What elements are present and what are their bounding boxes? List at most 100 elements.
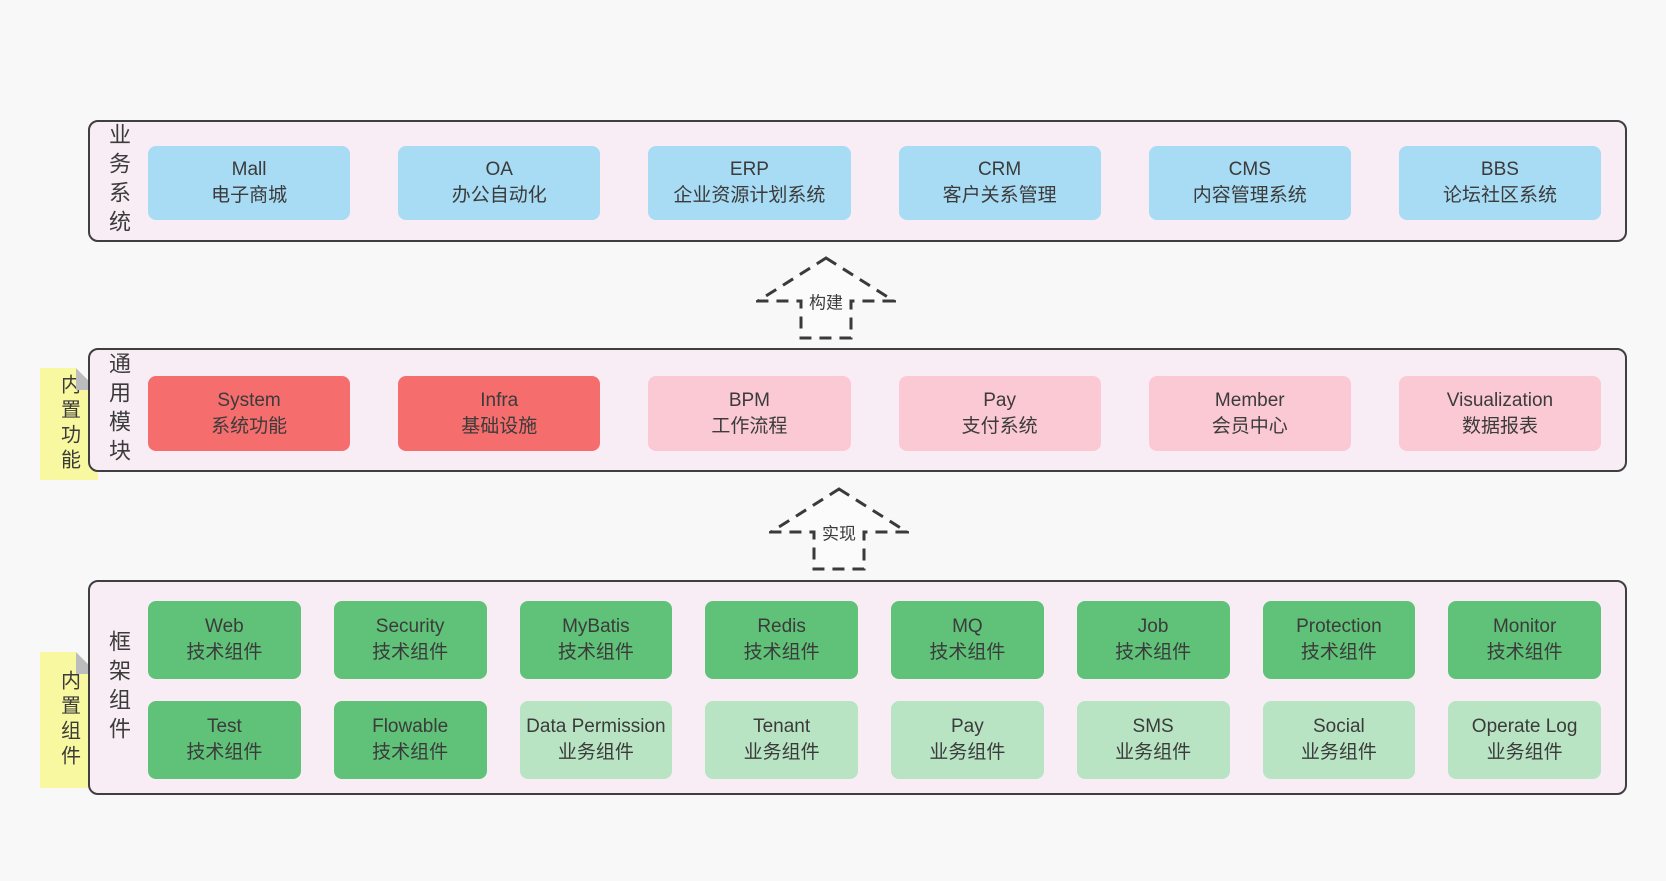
build-arrow-icon: 构建	[756, 255, 896, 341]
box-name: BBS	[1480, 159, 1519, 181]
box-oa: OA 办公自动化	[398, 146, 601, 220]
box-name: Visualization	[1446, 389, 1554, 411]
box-name: Redis	[757, 616, 806, 638]
box-subtitle: 业务组件	[1115, 742, 1192, 763]
box-subtitle: 技术组件	[1300, 642, 1377, 663]
box-name: Infra	[480, 389, 519, 411]
box-subtitle: 数据报表	[1461, 415, 1538, 437]
box-subtitle: 论坛社区系统	[1442, 185, 1557, 206]
box-subtitle: 技术组件	[743, 642, 820, 663]
box-subtitle: 技术组件	[186, 742, 263, 763]
box-subtitle: 业务组件	[1486, 742, 1563, 763]
box-name: MyBatis	[562, 616, 630, 638]
box-name: MQ	[952, 616, 983, 638]
box-mall: Mall 电子商城	[148, 146, 351, 220]
box-tenant: Tenant 业务组件	[705, 701, 858, 779]
box-subtitle: 业务组件	[743, 742, 820, 763]
box-subtitle: 技术组件	[557, 642, 634, 663]
box-monitor: Monitor 技术组件	[1448, 601, 1601, 679]
box-subtitle: 客户关系管理	[942, 185, 1057, 206]
box-subtitle: 业务组件	[557, 742, 634, 763]
box-security: Security 技术组件	[333, 601, 487, 679]
box-subtitle: 技术组件	[929, 642, 1006, 663]
box-subtitle: 电子商城	[211, 185, 288, 206]
box-name: System	[217, 389, 281, 411]
box-web: Web 技术组件	[148, 601, 301, 679]
box-name: SMS	[1132, 716, 1174, 738]
box-subtitle: 企业资源计划系统	[673, 185, 826, 206]
box-name: Data Permission	[526, 716, 666, 738]
box-crm: CRM 客户关系管理	[898, 146, 1101, 220]
framework-components-row-1: Web 技术组件 Security 技术组件 MyBatis 技术组件 Redi…	[148, 601, 1601, 679]
box-name: Job	[1137, 616, 1169, 638]
box-subtitle: 技术组件	[186, 642, 263, 663]
box-name: CMS	[1228, 159, 1271, 181]
box-social: Social 业务组件	[1262, 701, 1416, 779]
build-arrow-label: 构建	[806, 287, 846, 315]
box-name: OA	[485, 159, 513, 181]
implement-arrow-icon: 实现	[769, 486, 909, 572]
box-name: Social	[1313, 716, 1365, 738]
box-infra: Infra 基础设施	[398, 376, 601, 451]
box-subtitle: 会员中心	[1211, 415, 1288, 437]
box-name: BPM	[728, 389, 771, 411]
box-bbs: BBS 论坛社区系统	[1398, 146, 1602, 220]
box-name: Pay	[951, 716, 984, 738]
business-systems-row: Mall 电子商城 OA 办公自动化 ERP 企业资源计划系统 CRM 客户关系…	[148, 146, 1602, 220]
box-mybatis: MyBatis 技术组件	[519, 601, 673, 679]
implement-arrow-label: 实现	[819, 518, 859, 546]
box-name: Web	[205, 616, 244, 638]
box-name: Mall	[231, 159, 267, 181]
box-name: Monitor	[1492, 616, 1557, 638]
framework-components-row-2: Test 技术组件 Flowable 技术组件 Data Permission …	[148, 701, 1601, 779]
box-name: ERP	[729, 159, 769, 181]
box-test: Test 技术组件	[148, 701, 301, 779]
box-name: Tenant	[753, 716, 811, 738]
box-subtitle: 技术组件	[1486, 642, 1563, 663]
box-subtitle: 业务组件	[929, 742, 1006, 763]
box-operate-log: Operate Log 业务组件	[1448, 701, 1601, 779]
box-name: Member	[1214, 389, 1285, 411]
box-subtitle: 基础设施	[461, 415, 538, 437]
box-subtitle: 办公自动化	[451, 185, 547, 206]
box-job: Job 技术组件	[1076, 601, 1230, 679]
box-redis: Redis 技术组件	[705, 601, 858, 679]
box-subtitle: 支付系统	[961, 415, 1038, 437]
band-label-framework-components: 框架组件	[106, 629, 131, 746]
box-erp: ERP 企业资源计划系统	[648, 146, 851, 220]
band-label-common-modules: 通用模块	[106, 352, 131, 468]
box-subtitle: 技术组件	[1115, 642, 1192, 663]
box-subtitle: 内容管理系统	[1192, 185, 1307, 206]
box-mq: MQ 技术组件	[891, 601, 1044, 679]
box-visualization: Visualization 数据报表	[1398, 376, 1602, 451]
box-sms: SMS 业务组件	[1076, 701, 1230, 779]
box-subtitle: 系统功能	[211, 415, 288, 437]
box-subtitle: 技术组件	[372, 642, 449, 663]
box-data-permission: Data Permission 业务组件	[519, 701, 673, 779]
band-business-systems: 业务系统 Mall 电子商城 OA 办公自动化 ERP 企业资源计划系统 CRM…	[88, 120, 1627, 242]
box-subtitle: 工作流程	[711, 415, 788, 437]
box-subtitle: 技术组件	[372, 742, 449, 763]
box-member: Member 会员中心	[1148, 376, 1351, 451]
box-protection: Protection 技术组件	[1262, 601, 1416, 679]
box-name: Pay	[983, 389, 1016, 411]
box-subtitle: 业务组件	[1300, 742, 1377, 763]
note-text: 内置功能	[57, 374, 80, 474]
band-framework-components: 框架组件 Web 技术组件 Security 技术组件 MyBatis 技术组件…	[88, 580, 1627, 795]
band-common-modules: 通用模块 System 系统功能 Infra 基础设施 BPM 工作流程 Pay…	[88, 348, 1627, 472]
box-name: CRM	[977, 159, 1022, 181]
box-name: Protection	[1296, 616, 1382, 638]
band-label-business-systems: 业务系统	[106, 123, 131, 239]
box-cms: CMS 内容管理系统	[1148, 146, 1351, 220]
box-system: System 系统功能	[148, 376, 351, 451]
note-text: 内置组件	[57, 670, 80, 770]
box-name: Security	[375, 616, 445, 638]
box-name: Flowable	[372, 716, 449, 738]
common-modules-row: System 系统功能 Infra 基础设施 BPM 工作流程 Pay 支付系统…	[148, 376, 1602, 451]
box-pay-system: Pay 支付系统	[898, 376, 1101, 451]
box-flowable: Flowable 技术组件	[333, 701, 487, 779]
box-name: Operate Log	[1471, 716, 1578, 738]
box-name: Test	[206, 716, 242, 738]
box-bpm: BPM 工作流程	[648, 376, 851, 451]
box-pay-component: Pay 业务组件	[891, 701, 1044, 779]
